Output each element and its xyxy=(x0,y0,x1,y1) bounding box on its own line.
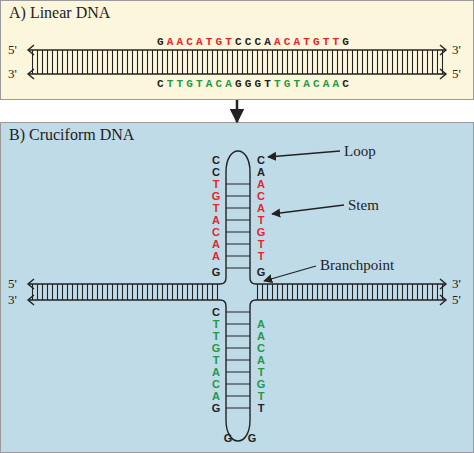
base-column: A C A T G T T xyxy=(256,178,266,262)
backbone xyxy=(28,300,226,420)
leader-line xyxy=(264,266,316,281)
strand-end-label: 5' xyxy=(8,277,17,291)
base-column: G xyxy=(211,266,221,278)
leader-line xyxy=(268,151,340,157)
backbone xyxy=(28,172,226,284)
strand-arrow xyxy=(28,279,34,289)
strand-arrow xyxy=(28,295,34,305)
strand-end-label: 3' xyxy=(8,67,17,81)
strand-end-label: 5' xyxy=(452,293,461,307)
strand-arrow xyxy=(440,279,446,289)
base-pair-rungs xyxy=(256,284,444,300)
strand-arrow xyxy=(440,69,446,79)
strand-arrow xyxy=(28,45,34,55)
strand-end-label: 3' xyxy=(452,277,461,291)
base-column: G xyxy=(256,266,266,278)
sequence-segment: C xyxy=(342,77,352,91)
callout-label: Branchpoint xyxy=(320,257,394,273)
callout-label: Stem xyxy=(348,197,379,213)
strand-end-label: 5' xyxy=(8,43,17,57)
base-column: C xyxy=(211,306,221,318)
base-column: T T G T A C A xyxy=(211,318,221,402)
sequence-segment: GGGT xyxy=(235,77,274,91)
base-column: C C xyxy=(211,154,221,178)
callout-label: Loop xyxy=(344,143,376,159)
backbone xyxy=(28,49,446,50)
flow-arrow xyxy=(236,100,239,122)
base-column: C A xyxy=(256,154,266,178)
hairpin-loop xyxy=(226,151,250,172)
base-pair-rungs xyxy=(30,50,444,74)
strand-end-label: 3' xyxy=(452,43,461,57)
sequence-segment: TGTACAA xyxy=(274,77,342,91)
base-column: T G T A C A A xyxy=(211,178,221,262)
base-column: G xyxy=(223,432,233,444)
sequence-segment: ACATGTT xyxy=(274,35,342,49)
backbone xyxy=(250,300,446,420)
strand-arrow xyxy=(28,69,34,79)
base-column: G xyxy=(247,432,257,444)
sequence-segment: TTGTACA xyxy=(167,77,235,91)
panel-heading: A) Linear DNA xyxy=(1,1,473,25)
strand-arrow xyxy=(440,45,446,55)
base-pair-rungs xyxy=(226,184,250,268)
base-column: A A C A T G T xyxy=(256,318,266,402)
panel-heading: B) Cruciform DNA xyxy=(1,123,473,147)
sequence-segment: CCCA xyxy=(235,35,274,49)
sequence-segment: G xyxy=(342,35,352,49)
backbone xyxy=(28,73,446,74)
sequence-segment: AACATGT xyxy=(167,35,235,49)
sequence-segment: G xyxy=(157,35,167,49)
base-pair-rungs xyxy=(30,284,220,300)
strand-arrow xyxy=(440,295,446,305)
base-pair-rungs xyxy=(226,312,250,408)
base-column: T xyxy=(256,402,266,414)
leader-line xyxy=(272,205,344,214)
strand-end-label: 3' xyxy=(8,293,17,307)
strand-end-label: 5' xyxy=(452,67,461,81)
base-column: G xyxy=(211,402,221,414)
backbone xyxy=(250,172,446,284)
sequence-segment: C xyxy=(157,77,167,91)
